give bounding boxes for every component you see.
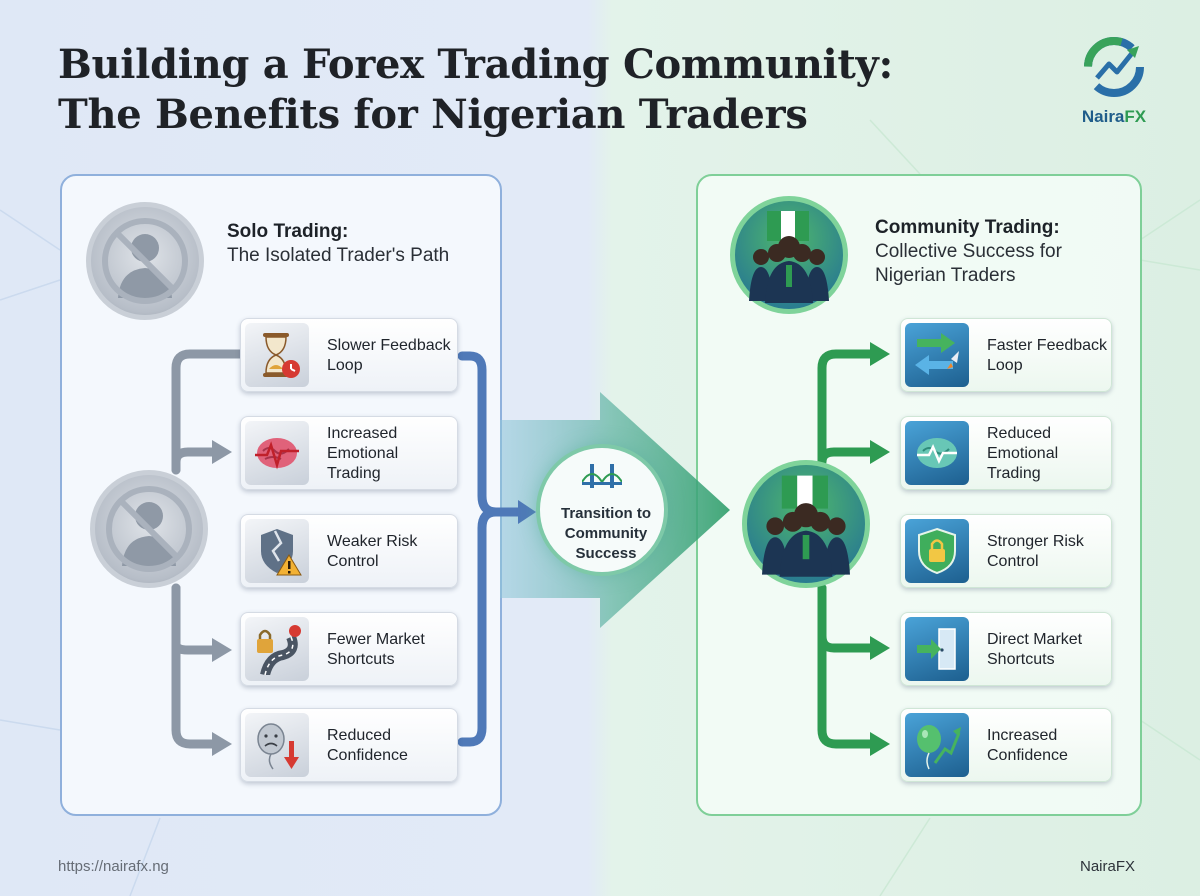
solo-item-card: Increased Emotional Trading — [240, 416, 458, 490]
shield-lock-icon — [905, 519, 969, 583]
solo-item-card: Fewer Market Shortcuts — [240, 612, 458, 686]
community-heading: Community Trading: Collective Success fo… — [875, 216, 1125, 288]
nigerian-traders-group-icon — [742, 460, 870, 588]
solo-item-card: Reduced Confidence — [240, 708, 458, 782]
community-item-card: Increased Confidence — [900, 708, 1112, 782]
solo-collector-lines — [457, 351, 525, 747]
community-heading-subtitle: Collective Success for Nigerian Traders — [875, 241, 1062, 286]
brand-logo: NairaFX — [1064, 34, 1164, 134]
solo-heading-subtitle: The Isolated Trader's Path — [227, 245, 450, 266]
community-item-label: Increased Confidence — [987, 727, 1068, 764]
balloon-up-arrow-icon — [905, 713, 969, 777]
solo-item-label: Fewer Market Shortcuts — [327, 631, 425, 668]
deflated-balloon-down-arrow-icon — [245, 713, 309, 777]
hourglass-clock-icon — [245, 323, 309, 387]
solo-heading-title: Solo Trading: — [227, 221, 349, 242]
community-item-card: Reduced Emotional Trading — [900, 416, 1112, 490]
title-line-2: The Benefits for Nigerian Traders — [58, 91, 808, 138]
page-title: Building a Forex Trading Community: The … — [58, 40, 958, 140]
community-item-card: Stronger Risk Control — [900, 514, 1112, 588]
community-item-label: Direct Market Shortcuts — [987, 631, 1083, 668]
solo-item-card: Weaker Risk Control — [240, 514, 458, 588]
community-item-card: Faster Feedback Loop — [900, 318, 1112, 392]
solo-item-label: Slower Feedback Loop — [327, 337, 451, 374]
community-item-card: Direct Market Shortcuts — [900, 612, 1112, 686]
solo-item-label: Reduced Confidence — [327, 727, 408, 764]
footer-brand: NairaFX — [1080, 858, 1136, 875]
stressed-brain-icon — [245, 421, 309, 485]
community-item-label: Faster Feedback Loop — [987, 337, 1108, 374]
logo-name-part1: Naira — [1081, 107, 1125, 126]
transition-node: Transition to Community Success — [536, 444, 668, 576]
broken-shield-warning-icon — [245, 519, 309, 583]
bridge-icon — [582, 464, 622, 488]
transition-label: Transition to Community Success — [561, 505, 651, 562]
chart-arrow-cycle-icon — [1084, 37, 1144, 97]
solo-item-card: Slower Feedback Loop — [240, 318, 458, 392]
title-line-1: Building a Forex Trading Community: — [58, 41, 893, 88]
isolated-trader-icon — [86, 202, 204, 320]
solo-item-label: Increased Emotional Trading — [327, 425, 399, 482]
door-arrow-icon — [905, 617, 969, 681]
community-heading-title: Community Trading: — [875, 217, 1060, 238]
community-item-label: Reduced Emotional Trading — [987, 425, 1059, 482]
logo-wordmark: NairaFX — [1064, 107, 1164, 127]
footer-url[interactable]: https://nairafx.ng — [58, 858, 169, 875]
isolated-trader-icon — [90, 470, 208, 588]
solo-heading: Solo Trading: The Isolated Trader's Path — [227, 220, 477, 268]
exchange-arrows-rocket-icon — [905, 323, 969, 387]
locked-winding-road-icon — [245, 617, 309, 681]
logo-name-part2: FX — [1124, 107, 1147, 126]
community-item-label: Stronger Risk Control — [987, 533, 1084, 570]
solo-item-label: Weaker Risk Control — [327, 533, 418, 570]
calm-brain-pulse-icon — [905, 421, 969, 485]
nigerian-traders-group-icon — [730, 196, 848, 314]
solo-branch-lines — [171, 349, 245, 749]
